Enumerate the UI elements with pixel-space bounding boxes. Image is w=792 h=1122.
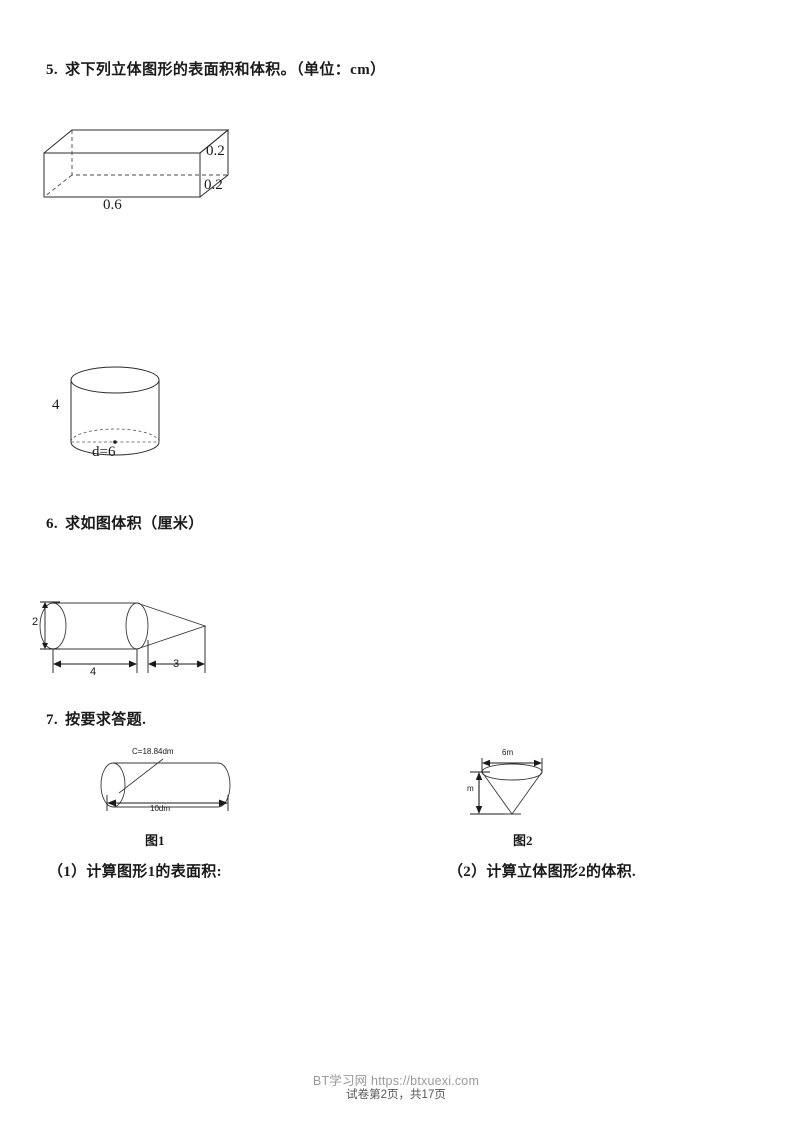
question-7-heading: 7. 按要求答题. [46,708,146,729]
question-7-text: 按要求答题. [65,712,147,728]
cylinder-cone-figure: 2 4 3 [20,580,270,690]
cone-length-label: 3 [173,658,180,670]
cuboid-height-label: 0.2 [206,143,225,159]
figure-1-svg [100,758,231,811]
figure-1-caption: 图1 [145,833,165,848]
subquestion-2: （2）计算立体图形2的体积. [448,864,636,880]
figure-1-circumference-label: C=18.84dm [132,747,174,756]
figure-1-cylinder: C=18.84dm 10dm [95,745,285,815]
question-5-text: 求下列立体图形的表面积和体积。（单位：cm） [65,62,386,78]
cylinder-diameter-var: d [92,444,100,460]
question-7-number: 7. [46,712,59,728]
cuboid-svg [43,128,230,198]
cylinder-diameter-label: d=6 [92,444,115,461]
question-6-text: 求如图体积（厘米） [65,516,204,532]
cuboid-depth-label: 0.2 [204,177,223,193]
cuboid-figure: 0.2 0.2 0.6 [34,120,264,215]
cylinder-svg [70,366,160,456]
cylinder-figure: 4 d=6 [52,358,232,468]
question-5-number: 5. [46,62,59,78]
cylinder-diameter-value: =6 [99,444,116,460]
question-6-number: 6. [46,516,59,532]
figure-2-cone: 6m m [465,748,595,820]
figure-2-height-label: m [467,784,474,793]
figure-1-length-label: 10dm [150,804,171,813]
figure-2-caption: 图2 [513,833,533,848]
site-watermark: BT学习网 https://btxuexi.com [312,1074,480,1088]
cuboid-length-label: 0.6 [103,197,122,213]
figure-2-diameter-label: 6m [502,748,514,757]
page-number-footer: 试卷第2页，共17页 [346,1089,446,1101]
question-5-heading: 5. 求下列立体图形的表面积和体积。（单位：cm） [46,58,386,79]
cylinder-cone-svg [39,601,207,673]
cylinder-cone-length-label: 4 [90,666,97,678]
figure-2-svg [470,758,543,815]
cylinder-cone-diameter-label: 2 [32,616,39,628]
subquestion-1: （1）计算图形1的表面积: [48,864,222,880]
question-6-heading: 6. 求如图体积（厘米） [46,512,204,533]
cylinder-height-label: 4 [52,397,60,413]
